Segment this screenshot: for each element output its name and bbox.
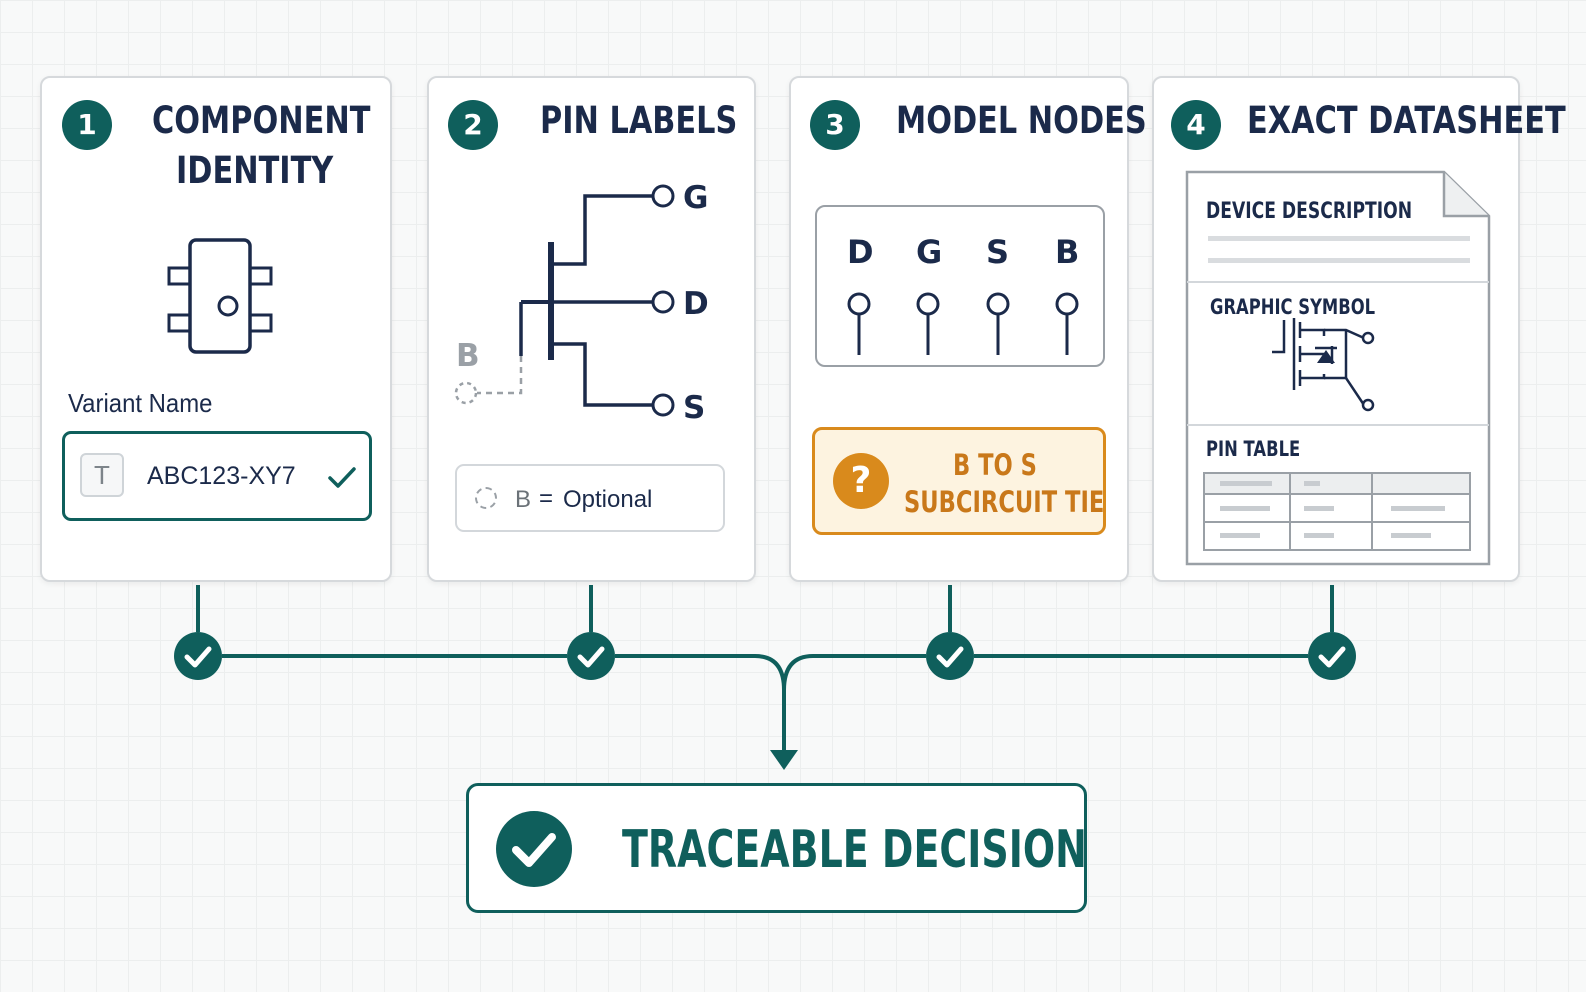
- step-number-badge: 3: [810, 100, 860, 150]
- variant-name-label: Variant Name: [68, 388, 213, 418]
- checkmark-icon: [512, 833, 556, 867]
- optional-note-pin: B: [515, 486, 532, 513]
- check-node-1: [174, 632, 222, 680]
- pin-label-d: D: [683, 286, 709, 322]
- ic-package-icon: [167, 238, 273, 354]
- step-title-line1: COMPONENT: [152, 99, 371, 142]
- step-title-line2: IDENTITY: [176, 149, 334, 192]
- datasheet-section-pin-table: PIN TABLE: [1206, 437, 1301, 461]
- checkmark-icon: [184, 646, 212, 668]
- node-label-s: S: [986, 233, 1010, 271]
- mosfet-pinout-diagram: [454, 184, 675, 417]
- question-icon: ?: [833, 453, 889, 509]
- datasheet-section-symbol: GRAPHIC SYMBOL: [1210, 295, 1376, 319]
- checkmark-icon: [328, 467, 356, 488]
- pin-label-b-optional: B: [456, 338, 480, 374]
- step-card-exact-datasheet: 4 EXACT DATASHEET: [1152, 76, 1566, 582]
- step-number-badge: 2: [448, 100, 498, 150]
- step-card-pin-labels: 2 PIN LABELS G D S B B = Optional: [427, 76, 756, 582]
- subcircuit-tie-warning: ? B TO S SUBCIRCUIT TIE: [812, 427, 1106, 535]
- decision-check-icon: [496, 811, 572, 887]
- variant-name-value: ABC123-XY7: [147, 462, 296, 490]
- datasheet-document-icon: [1185, 170, 1491, 566]
- step-number-badge: 4: [1171, 100, 1221, 150]
- step-card-model-nodes: 3 MODEL NODES D G S B ? B TO S SUBCIRCUI…: [789, 76, 1147, 582]
- node-label-d: D: [847, 233, 874, 271]
- datasheet-section-description: DEVICE DESCRIPTION: [1206, 199, 1413, 224]
- warning-line1: B TO S: [953, 448, 1037, 482]
- node-label-b: B: [1055, 233, 1080, 271]
- optional-note-text: Optional: [563, 486, 653, 513]
- check-node-3: [926, 632, 974, 680]
- variant-name-field[interactable]: T ABC123-XY7: [62, 431, 372, 521]
- step-card-component-identity: 1 COMPONENT IDENTITY Variant Name T ABC1…: [40, 76, 392, 582]
- check-node-2: [567, 632, 615, 680]
- checkmark-icon: [936, 646, 964, 668]
- text-field-icon: T: [80, 453, 124, 497]
- step-number-badge: 1: [62, 100, 112, 150]
- node-pins-graphic: [847, 292, 1079, 355]
- step-title: EXACT DATASHEET: [1247, 99, 1566, 142]
- warning-line2: SUBCIRCUIT TIE: [904, 485, 1105, 519]
- traceable-decision-box: TRACEABLE DECISION: [466, 783, 1087, 913]
- pin-label-s: S: [683, 390, 706, 426]
- optional-note-equals: =: [539, 485, 554, 512]
- pin-label-g: G: [683, 180, 709, 216]
- checkmark-icon: [577, 646, 605, 668]
- dashed-circle-icon: [475, 487, 497, 509]
- model-nodes-box: D G S B: [815, 205, 1105, 367]
- decision-label: TRACEABLE DECISION: [622, 820, 1087, 880]
- step-title: MODEL NODES: [896, 99, 1147, 142]
- node-label-g: G: [916, 233, 943, 271]
- optional-pin-note: B = Optional: [455, 464, 725, 532]
- step-title: PIN LABELS: [540, 99, 738, 142]
- check-node-4: [1308, 632, 1356, 680]
- checkmark-icon: [1318, 646, 1346, 668]
